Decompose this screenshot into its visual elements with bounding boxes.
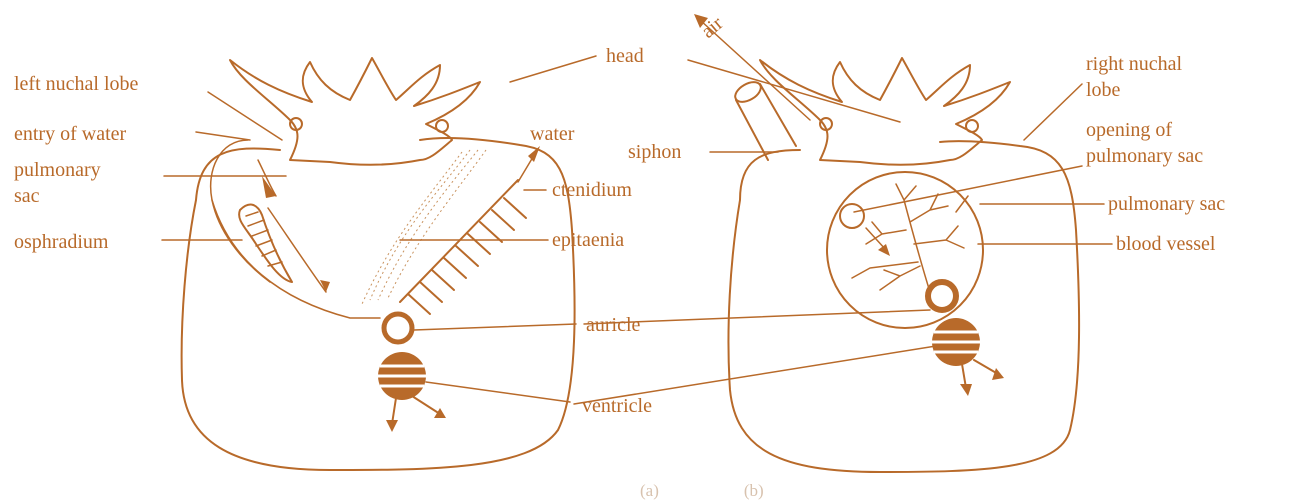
label-right-nuchal-lobe-1: right nuchal [1086,53,1183,75]
label-epitaenia: epitaenia [552,229,624,251]
pulmonary-opening [840,204,864,228]
water-entry-arrowhead [262,176,276,198]
right-ventricle-arrowhead-2 [992,368,1004,380]
label-ventricle: ventricle [582,395,652,417]
opening-arrowhead [878,244,890,256]
left-ventricle-arrowhead-2 [434,408,446,418]
label-opening-1: opening of [1086,119,1172,141]
right-body-outline [728,141,1079,472]
label-blood-vessel: blood vessel [1116,233,1216,255]
ctenidium [400,180,526,314]
right-auricle [928,282,956,310]
label-pulmonary-sac-left-1: pulmonary [14,159,101,181]
left-ventricle-arrows [392,396,440,424]
caption: (a) (b) [640,481,764,500]
siphon-tube [736,84,796,160]
left-ventricle-arrowhead-1 [386,420,398,432]
mantle-edge [212,200,380,318]
label-osphradium: osphradium [14,231,109,253]
left-body-outline [182,138,575,470]
figure-right [694,14,1079,472]
left-auricle [384,314,412,342]
pulmonary-sac-right [827,172,983,328]
label-ctenidium: ctenidium [552,179,632,201]
right-head [760,58,1010,165]
label-opening-2: pulmonary sac [1086,145,1203,167]
label-pulmonary-sac-right: pulmonary sac [1108,193,1225,215]
label-auricle: auricle [586,314,641,336]
right-ventricle-arrowhead-1 [960,384,972,396]
label-pulmonary-sac-left-2: sac [14,185,40,207]
left-eye-2 [436,120,448,132]
label-water: water [530,123,575,145]
label-head: head [606,45,644,67]
label-siphon: siphon [628,141,681,163]
label-right-nuchal-lobe-2: lobe [1086,79,1121,101]
epitaenia-stipple [362,150,486,304]
label-entry-of-water: entry of water [14,123,127,145]
right-eye-2 [966,120,978,132]
figure-left [182,58,575,470]
label-left-nuchal-lobe: left nuchal lobe [14,73,139,95]
right-ventricle-arrows [962,360,998,388]
